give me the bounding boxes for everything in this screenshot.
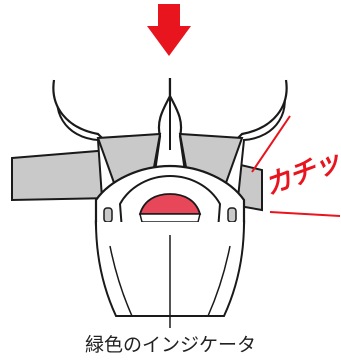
indicator-caption: 緑色のインジケータ	[0, 330, 341, 357]
left-belt-strap	[12, 150, 112, 200]
down-arrow-icon	[147, 4, 191, 56]
click-accent-line-lower	[270, 212, 340, 216]
